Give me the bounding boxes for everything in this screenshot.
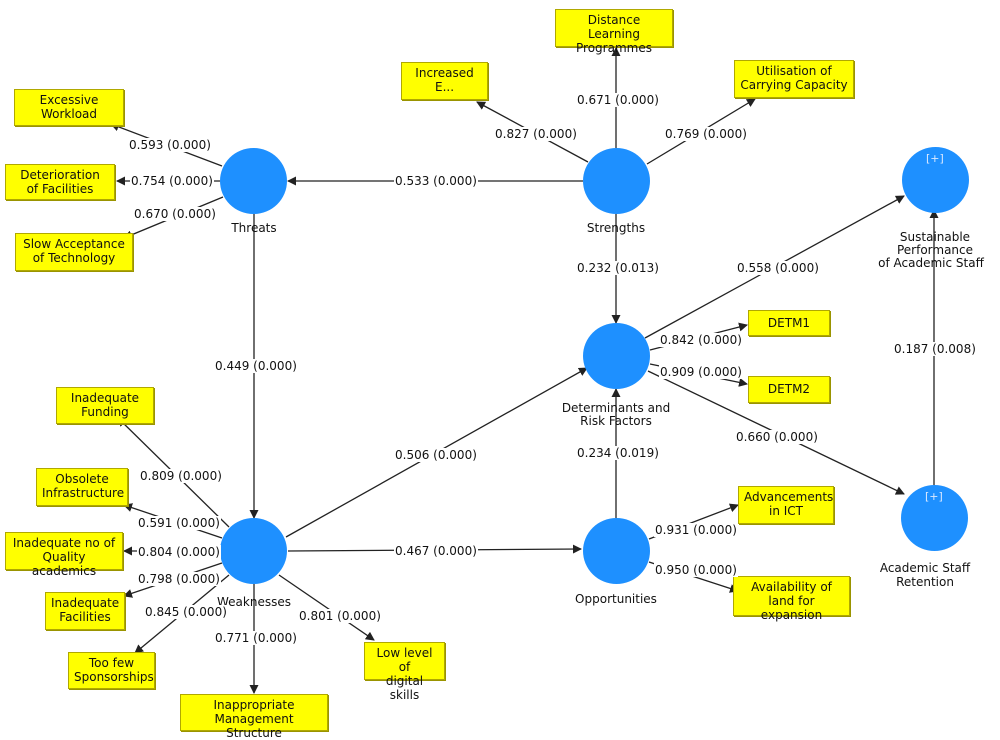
loading-label-digital-skills: 0.801 (0.000) xyxy=(298,609,382,623)
loading-label-sponsorships: 0.845 (0.000) xyxy=(144,605,228,619)
indicator-text: Infrastructure xyxy=(42,486,125,500)
loading-label-land: 0.950 (0.000) xyxy=(654,563,738,577)
loading-label-management: 0.771 (0.000) xyxy=(214,631,298,645)
coef-determinants-sustainable: 0.558 (0.000) xyxy=(736,261,820,275)
threats-construct[interactable] xyxy=(220,148,287,214)
indicator-text: Quality academics xyxy=(31,550,97,578)
loading-label-excessive-workload: 0.593 (0.000) xyxy=(128,138,212,152)
indicator-text: Excessive xyxy=(39,93,99,107)
indicator-detm1[interactable]: DETM1 xyxy=(748,310,830,336)
weaknesses-construct[interactable] xyxy=(220,518,287,584)
indicator-text: Increased E... xyxy=(415,66,474,94)
strengths-construct[interactable] xyxy=(583,148,650,214)
retention-label-line2: Retention xyxy=(896,575,954,589)
loading-label-quality-academics: 0.804 (0.000) xyxy=(137,545,221,559)
coef-retention-sustainable: 0.187 (0.008) xyxy=(893,342,977,356)
sustainable-expand-marker[interactable]: [+] xyxy=(926,152,944,165)
indicator-text: Inappropriate xyxy=(213,698,295,712)
indicator-text: DETM2 xyxy=(767,382,811,396)
strengths-label: Strengths xyxy=(586,221,646,235)
loading-label-inadequate-facilities: 0.798 (0.000) xyxy=(137,572,221,586)
indicator-text: digital skills xyxy=(385,674,424,702)
retention-label-line1: Academic Staff xyxy=(879,561,971,575)
indicator-text: land for expansion xyxy=(760,594,823,622)
weaknesses-label: Weaknesses xyxy=(217,595,291,609)
loading-label-inadequate-funding: 0.809 (0.000) xyxy=(139,469,223,483)
indicator-text: Availability of xyxy=(751,580,832,594)
loading-label-slow-acceptance: 0.670 (0.000) xyxy=(133,207,217,221)
coef-weaknesses-determinants: 0.506 (0.000) xyxy=(394,448,478,462)
indicator-text: Workload xyxy=(40,107,98,121)
indicator-text: Facilities xyxy=(59,610,111,624)
threats-label: Threats xyxy=(231,221,277,235)
determinants-label-line1: Determinants and xyxy=(561,401,671,415)
sustainable-label-line3: of Academic Staff xyxy=(878,256,984,270)
sustainable-label-line2: Performance xyxy=(896,243,974,257)
loading-label-obsolete-infra: 0.591 (0.000) xyxy=(137,516,221,530)
indicator-text: Funding xyxy=(81,405,129,419)
indicator-text: DETM1 xyxy=(767,316,811,330)
indicator-detm2[interactable]: DETM2 xyxy=(748,376,830,403)
indicator-text: Too few xyxy=(88,656,135,670)
indicator-text: in ICT xyxy=(768,504,803,518)
indicator-increased-e[interactable]: Increased E... xyxy=(401,62,488,100)
indicator-text: Inadequate xyxy=(51,596,120,610)
loading-label-distance-learning: 0.671 (0.000) xyxy=(576,93,660,107)
indicator-text: Advancements xyxy=(744,490,834,504)
indicator-text: Carrying Capacity xyxy=(740,78,848,92)
coef-opportunities-determinants: 0.234 (0.019) xyxy=(576,446,660,460)
sustainable-label-line1: Sustainable xyxy=(899,230,971,244)
coef-determinants-retention: 0.660 (0.000) xyxy=(735,430,819,444)
indicator-text: Deterioration xyxy=(20,168,100,182)
academic-staff-retention-construct[interactable] xyxy=(901,485,968,551)
loading-digital-skills xyxy=(278,574,375,641)
indicator-text: Inadequate xyxy=(70,391,140,405)
indicator-text: Programmes xyxy=(576,41,652,55)
opportunities-label: Opportunities xyxy=(575,592,657,606)
sustainable-performance-construct[interactable] xyxy=(902,147,969,213)
indicator-text: Obsolete xyxy=(55,472,109,486)
coef-weaknesses-opportunities: 0.467 (0.000) xyxy=(394,544,478,558)
loading-label-increased-e: 0.827 (0.000) xyxy=(494,127,578,141)
indicator-text: Slow Acceptance xyxy=(23,237,125,251)
indicator-text: Utilisation of xyxy=(756,64,832,78)
coef-threats-weaknesses: 0.449 (0.000) xyxy=(214,359,298,373)
loading-label-carrying-capacity: 0.769 (0.000) xyxy=(664,127,748,141)
coef-strengths-determinants: 0.232 (0.013) xyxy=(576,261,660,275)
opportunities-construct[interactable] xyxy=(583,518,650,584)
retention-expand-marker[interactable]: [+] xyxy=(925,490,943,503)
loading-label-deterioration: 0.754 (0.000) xyxy=(130,174,214,188)
coef-strengths-threats: 0.533 (0.000) xyxy=(394,174,478,188)
loading-label-detm2: 0.909 (0.000) xyxy=(659,365,743,379)
indicator-text: Inadequate no of xyxy=(12,536,116,550)
loading-label-detm1: 0.842 (0.000) xyxy=(659,333,743,347)
indicator-text: Distance Learning xyxy=(587,13,641,41)
indicator-text: Low level of xyxy=(376,646,433,674)
loading-label-advancements-ict: 0.931 (0.000) xyxy=(654,523,738,537)
indicator-text: of Facilities xyxy=(26,182,94,196)
indicator-text: Sponsorships xyxy=(74,670,154,684)
indicator-text: of Technology xyxy=(32,251,116,265)
determinants-construct[interactable] xyxy=(583,323,650,389)
determinants-label-line2: Risk Factors xyxy=(580,414,652,428)
indicator-text: Management Structure xyxy=(214,712,294,740)
